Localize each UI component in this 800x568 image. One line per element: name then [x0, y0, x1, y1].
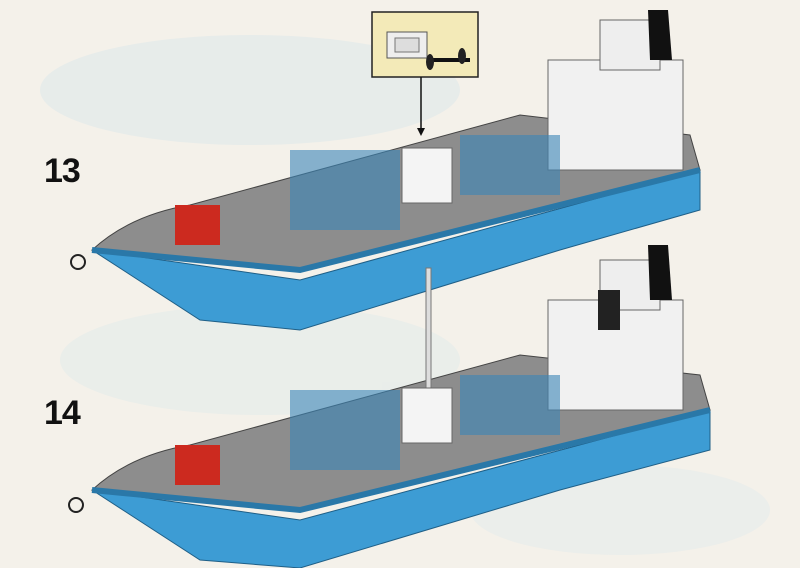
step-number-14: 14 [44, 394, 81, 432]
parts-callout [371, 11, 479, 136]
background-ghost-ships [40, 35, 770, 555]
minifigure [598, 290, 620, 330]
ship-step-14 [68, 245, 711, 568]
step-number-13: 13 [44, 152, 81, 190]
ship-step-13 [70, 10, 701, 331]
